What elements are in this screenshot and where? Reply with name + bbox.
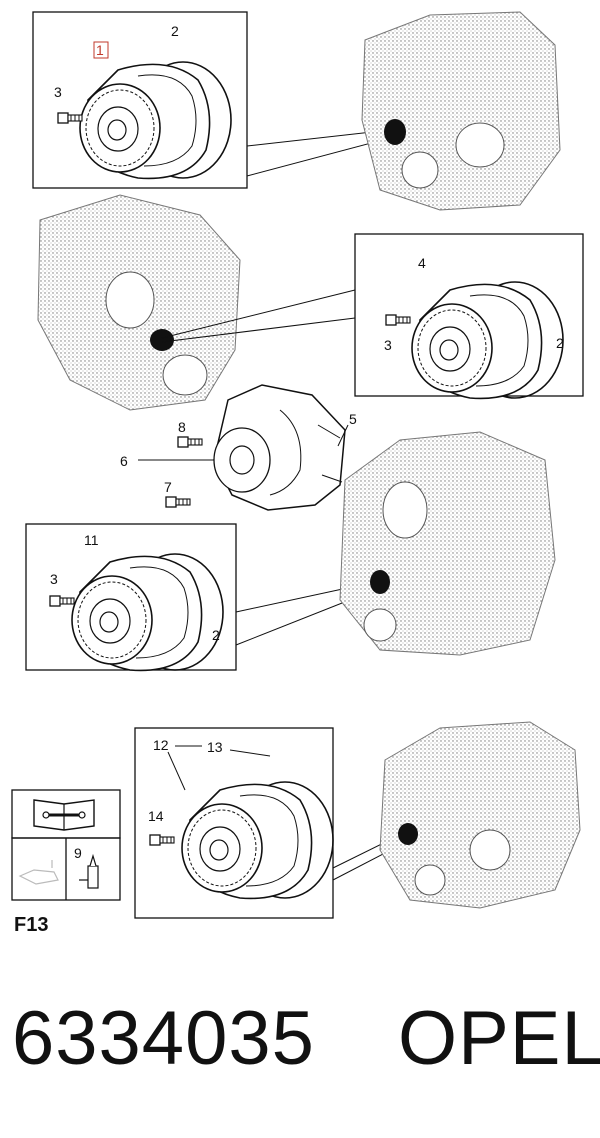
engine-illustration-3 (339, 431, 556, 656)
engine-illustration-4 (379, 721, 581, 909)
figure-code: F13 (14, 914, 49, 936)
label-5: 5 (349, 411, 357, 427)
label-8: 8 (178, 419, 186, 435)
label-3-c: 3 (50, 571, 58, 587)
part-number: 6334035 (12, 996, 315, 1081)
callout-1: 1 (96, 42, 104, 58)
sealant-tube-icon (79, 853, 99, 889)
oil-drain-icon (18, 860, 59, 885)
label-3-b: 3 (384, 337, 392, 353)
water-pump-body (213, 384, 346, 511)
label-2-c: 2 (212, 627, 220, 643)
label-11: 11 (84, 532, 99, 548)
label-4: 4 (418, 255, 426, 271)
label-12: 12 (153, 737, 169, 753)
label-6: 6 (120, 453, 128, 469)
label-3-a: 3 (54, 84, 62, 100)
label-13: 13 (207, 739, 223, 755)
detail-box-4 (134, 727, 334, 919)
engine-illustration-2 (37, 194, 241, 411)
manual-book-icon (33, 799, 95, 831)
label-14: 14 (148, 808, 164, 824)
service-icon-box: 9 (11, 789, 121, 901)
engine-illustration-1 (361, 11, 561, 211)
detail-box-1 (32, 11, 248, 189)
label-2-b: 2 (556, 335, 564, 351)
label-7: 7 (164, 479, 172, 495)
label-9: 9 (74, 845, 82, 861)
brand-name: OPEL (398, 996, 600, 1081)
water-pump-exploded-diagram: 1 2 3 4 3 2 8 6 5 7 11 3 2 (11, 11, 584, 919)
label-2-a: 2 (171, 23, 179, 39)
